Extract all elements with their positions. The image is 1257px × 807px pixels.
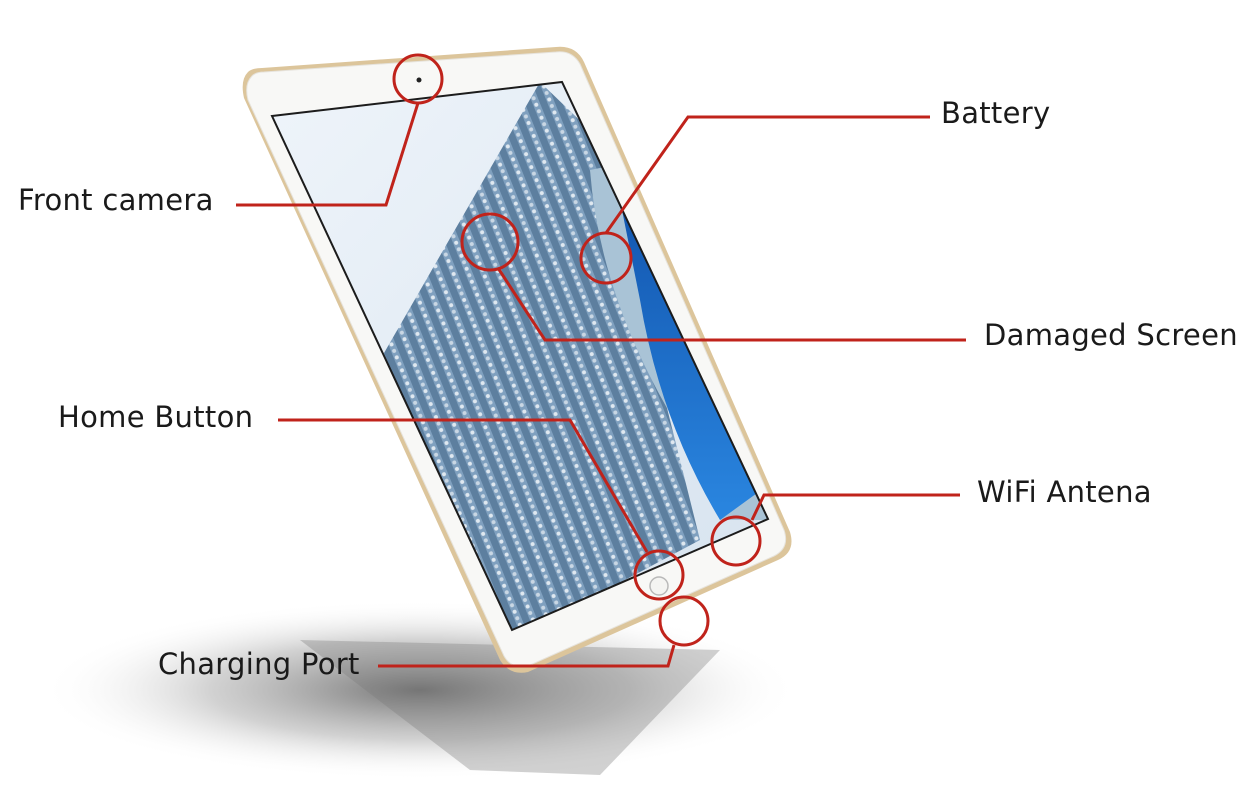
callout-line-charging-port bbox=[378, 644, 676, 668]
callouts bbox=[236, 53, 966, 668]
screen-outline bbox=[270, 80, 770, 632]
label-front-camera: Front camera bbox=[18, 183, 214, 217]
callout-circle-damaged-screen bbox=[460, 212, 520, 272]
callout-line-wifi-antenna bbox=[750, 493, 960, 521]
callout-line-damaged-screen bbox=[496, 267, 966, 342]
home-button bbox=[649, 576, 669, 596]
label-battery: Battery bbox=[941, 96, 1051, 130]
front-camera-lens bbox=[416, 77, 422, 83]
device-shadow-tail bbox=[300, 640, 720, 775]
callout-line-home-button bbox=[278, 418, 649, 553]
label-home-button: Home Button bbox=[58, 400, 254, 434]
callout-circle-charging-port bbox=[658, 595, 710, 647]
label-damaged-screen: Damaged Screen bbox=[984, 318, 1238, 352]
device-shadow bbox=[40, 600, 800, 780]
callout-line-battery bbox=[604, 115, 930, 234]
callout-line-front-camera bbox=[236, 102, 420, 207]
callout-circle-home-button bbox=[633, 549, 685, 601]
tablet-icon bbox=[242, 46, 792, 673]
label-charging-port: Charging Port bbox=[158, 647, 360, 681]
label-wifi-antenna: WiFi Antena bbox=[977, 475, 1152, 509]
callout-circle-wifi-antenna bbox=[710, 515, 762, 567]
